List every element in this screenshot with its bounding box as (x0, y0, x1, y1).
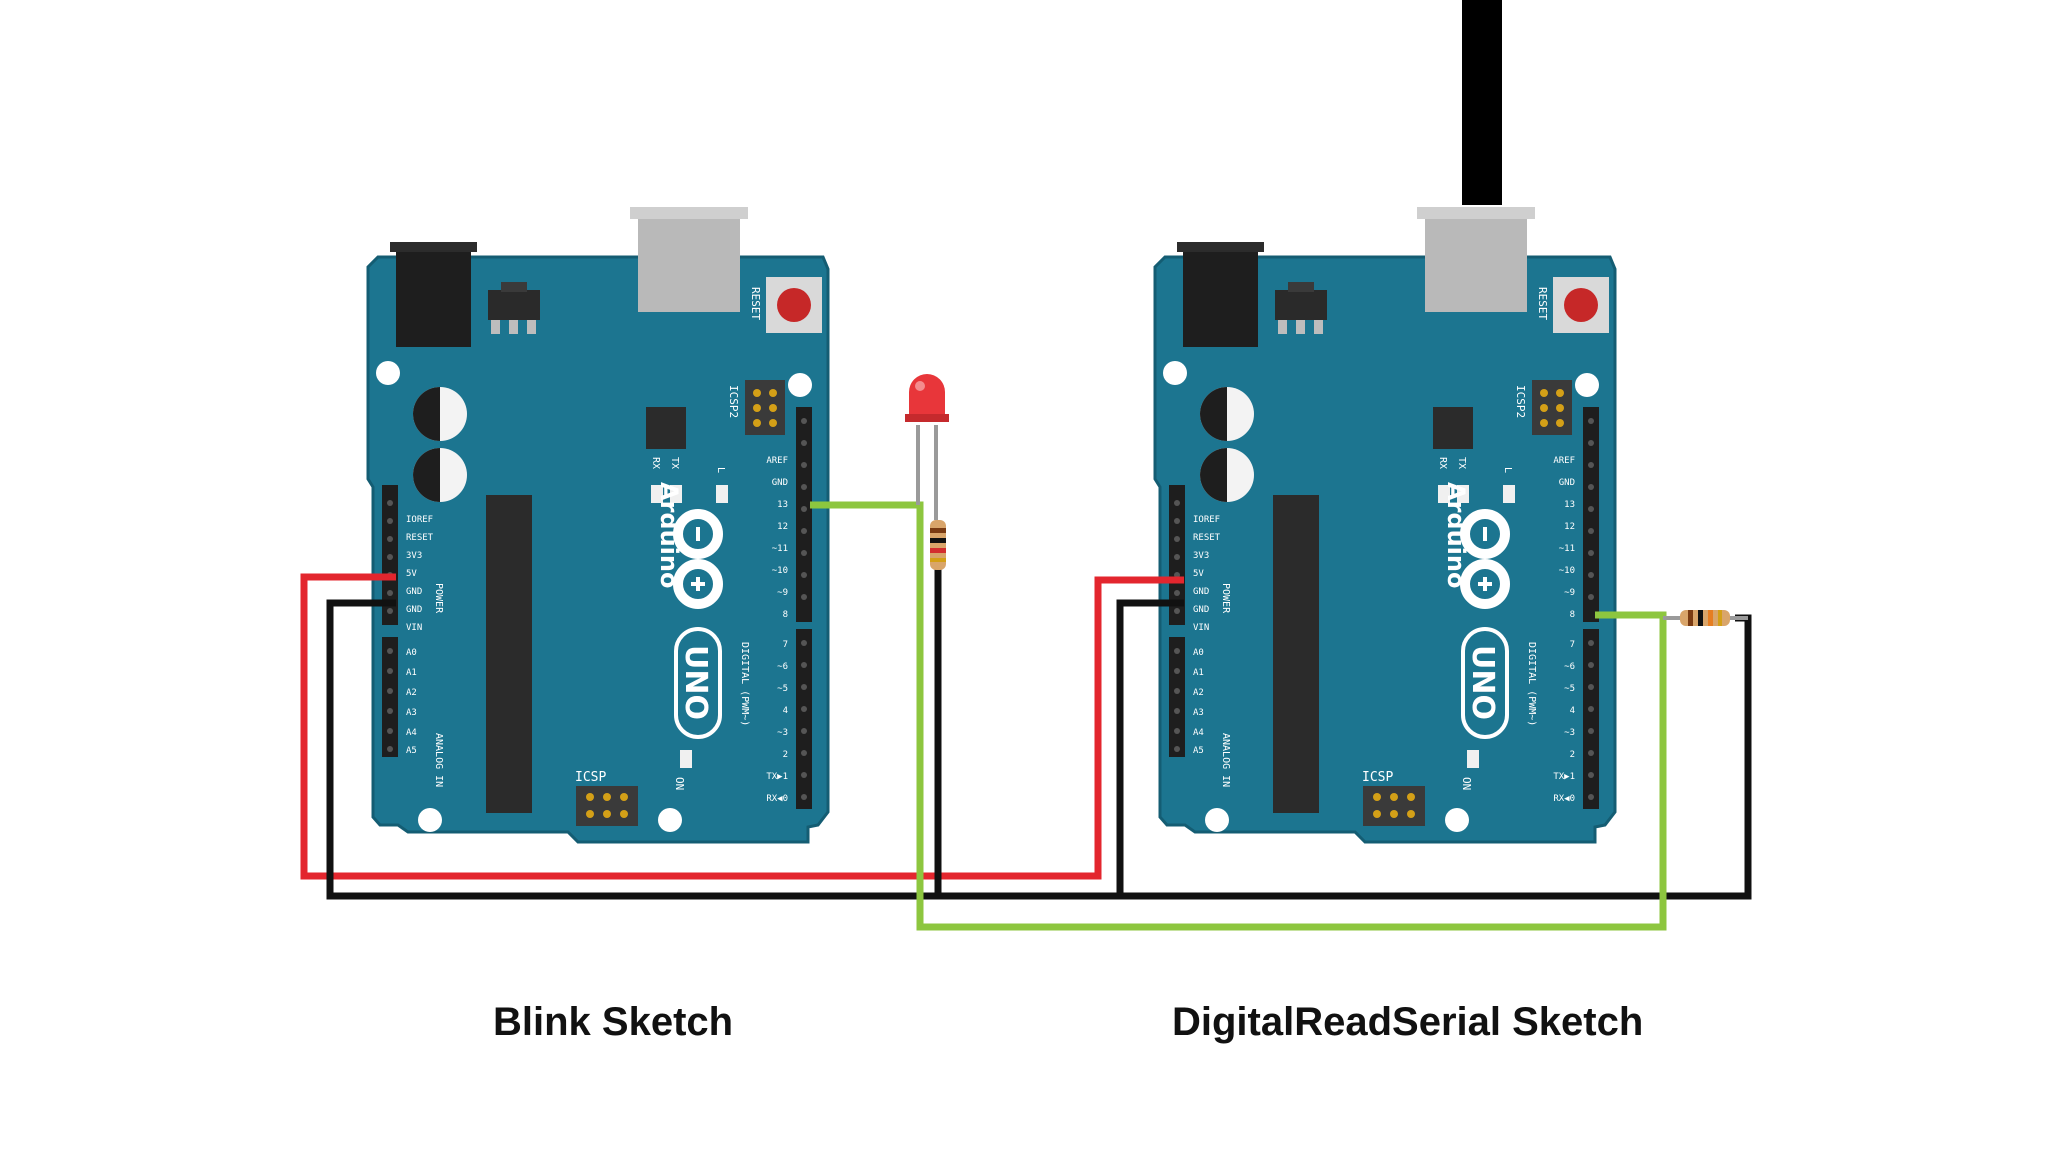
analog-pin-label: A5 (406, 746, 417, 756)
power-pin-label: IOREF (1193, 515, 1220, 525)
power-pin-label: 3V3 (1193, 551, 1209, 561)
digital-pin-label: ~6 (777, 662, 788, 672)
l-label: L (1502, 467, 1513, 473)
digital-pin-label: AREF (1553, 456, 1575, 466)
digital-pin-label: 7 (783, 640, 788, 650)
caption-blink-sketch: Blink Sketch (493, 1000, 734, 1044)
digital-pin-label: ~11 (1559, 544, 1575, 554)
reset-label: RESET (749, 287, 762, 320)
digital-pin-label: ~5 (777, 684, 788, 694)
digital-pin-label: ~9 (1564, 588, 1575, 598)
digital-pin-label: 12 (1564, 522, 1575, 532)
board-model-label: UNO (1465, 645, 1500, 720)
power-pin-label: VIN (1193, 623, 1209, 633)
power-pin-label: 3V3 (406, 551, 422, 561)
board-brand-label: Arduino (655, 482, 683, 588)
digital-pin-label: RX◀0 (1553, 794, 1575, 804)
power-pin-label: 5V (1193, 569, 1204, 579)
digital-pin-label: ~3 (777, 728, 788, 738)
digital-pin-label: 13 (1564, 500, 1575, 510)
power-pin-label: RESET (1193, 533, 1221, 543)
board-model-label: UNO (678, 645, 713, 720)
digital-pin-label: ~5 (1564, 684, 1575, 694)
rx-label: RX (650, 457, 661, 469)
icsp-label: ICSP (1362, 770, 1393, 785)
digital-pin-label: ~10 (1559, 566, 1575, 576)
digital-pin-label: 8 (1570, 610, 1575, 620)
digital-pin-label: TX▶1 (1553, 772, 1575, 782)
on-label: ON (673, 777, 686, 790)
digital-pin-label: ~11 (772, 544, 788, 554)
digital-pin-label: 4 (1570, 706, 1575, 716)
analog-pin-label: A3 (1193, 708, 1204, 718)
analog-pin-label: A1 (406, 668, 417, 678)
analog-label: ANALOG IN (433, 733, 444, 787)
digital-pin-label: 8 (783, 610, 788, 620)
power-pin-label: IOREF (406, 515, 433, 525)
analog-label: ANALOG IN (1220, 733, 1231, 787)
icsp-label: ICSP (575, 770, 606, 785)
power-pin-label: VIN (406, 623, 422, 633)
l-label: L (715, 467, 726, 473)
digital-pin-label: 13 (777, 500, 788, 510)
on-label: ON (1460, 777, 1473, 790)
board-brand-label: Arduino (1442, 482, 1470, 588)
digital-pin-label: GND (1559, 478, 1575, 488)
arduino-uno-right: Arduino UNO RESET ICSP2 ICSP ON POWER AN… (1155, 207, 1615, 842)
digital-pin-label: TX▶1 (766, 772, 788, 782)
power-pin-label: 5V (406, 569, 417, 579)
icsp2-label: ICSP2 (727, 385, 740, 418)
digital-label: DIGITAL (PWM~) (1526, 642, 1537, 726)
analog-pin-label: A4 (1193, 728, 1204, 738)
digital-pin-label: ~6 (1564, 662, 1575, 672)
digital-pin-label: AREF (766, 456, 788, 466)
resistor-pulldown (1663, 610, 1748, 626)
digital-pin-label: 2 (783, 750, 788, 760)
power-pin-label: GND (406, 605, 422, 615)
power-pin-label: GND (1193, 587, 1209, 597)
wire-5v-red (300, 573, 1184, 880)
power-pin-label: GND (406, 587, 422, 597)
analog-pin-label: A5 (1193, 746, 1204, 756)
power-pin-label: GND (1193, 605, 1209, 615)
led-red (905, 374, 949, 520)
icsp2-label: ICSP2 (1514, 385, 1527, 418)
arduino-uno-left: Arduino UNO RESET ICSP2 ICSP ON POWER AN… (368, 207, 828, 842)
analog-pin-label: A1 (1193, 668, 1204, 678)
digital-pin-label: ~10 (772, 566, 788, 576)
analog-pin-label: A2 (406, 688, 417, 698)
analog-pin-label: A0 (1193, 648, 1204, 658)
digital-pin-label: ~3 (1564, 728, 1575, 738)
power-pin-label: RESET (406, 533, 434, 543)
digital-label: DIGITAL (PWM~) (739, 642, 750, 726)
resistor-led (930, 520, 946, 570)
analog-pin-label: A4 (406, 728, 417, 738)
analog-pin-label: A2 (1193, 688, 1204, 698)
digital-pin-label: 2 (1570, 750, 1575, 760)
caption-digitalreadserial-sketch: DigitalReadSerial Sketch (1172, 1000, 1644, 1044)
digital-pin-label: 7 (1570, 640, 1575, 650)
rx-label: RX (1437, 457, 1448, 469)
analog-pin-label: A0 (406, 648, 417, 658)
usb-cable (1462, 0, 1502, 205)
digital-pin-label: 12 (777, 522, 788, 532)
tx-label: TX (1456, 457, 1467, 469)
analog-pin-label: A3 (406, 708, 417, 718)
digital-pin-label: RX◀0 (766, 794, 788, 804)
digital-pin-label: 4 (783, 706, 788, 716)
reset-label: RESET (1536, 287, 1549, 320)
tx-label: TX (669, 457, 680, 469)
power-label: POWER (1220, 583, 1231, 614)
digital-pin-label: GND (772, 478, 788, 488)
wire-gnd-branch-right (1116, 599, 1184, 896)
wire-signal-green (810, 501, 1667, 931)
digital-pin-label: ~9 (777, 588, 788, 598)
power-label: POWER (433, 583, 444, 614)
